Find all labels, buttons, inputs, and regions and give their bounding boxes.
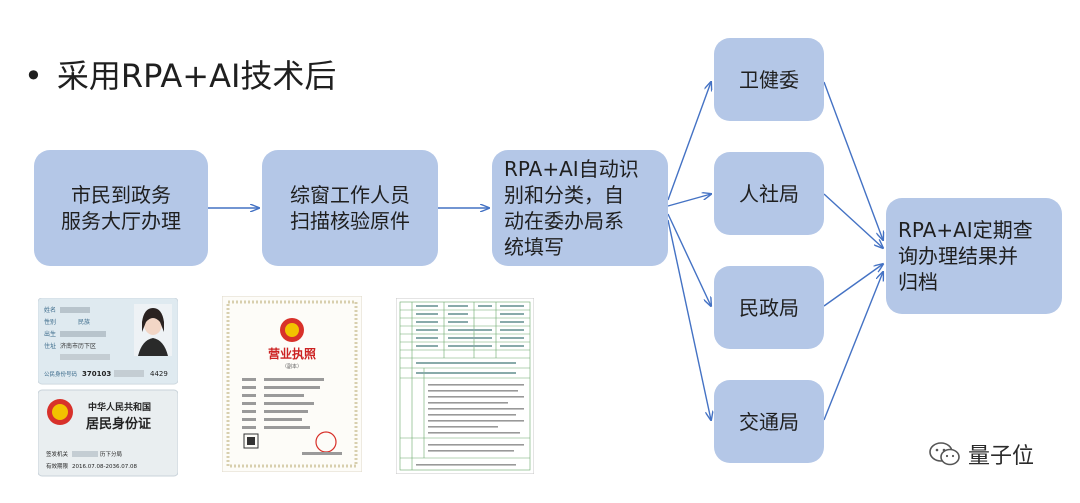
dept-weijianwei-box: 卫健委 [714, 38, 824, 121]
arrow-renshe-to-archive [823, 193, 883, 248]
arrow-rpa-to-minzheng [667, 213, 711, 306]
id-address-label: 住址 [44, 342, 56, 350]
arrow-rpa-to-weijianwei [667, 82, 711, 201]
id-back-title-2: 居民身份证 [86, 416, 151, 432]
id-card-back: 中华人民共和国 居民身份证 签发机关 历下分局 有效期限 2016.07.08-… [38, 389, 178, 477]
id-number-value: 370103 [82, 370, 111, 378]
id-number-label: 公民身份号码 [44, 370, 78, 378]
dept-minzheng-label: 民政局 [739, 295, 799, 320]
wechat-icon [929, 442, 960, 466]
step-rpa-box: RPA+AI自动识 别和分类，自 动在委办局系 统填写 [492, 150, 668, 266]
step-rpa-label: RPA+AI自动识 别和分类，自 动在委办局系 统填写 [504, 157, 639, 259]
step-staff-label: 综窗工作人员 扫描核验原件 [290, 183, 410, 233]
step-citizen-label: 市民到政务 服务大厅办理 [61, 183, 181, 233]
arrow-rpa-to-renshe [667, 194, 711, 207]
dept-renshe-box: 人社局 [714, 152, 824, 235]
step-archive-box: RPA+AI定期查 询办理结果并 归档 [886, 198, 1062, 314]
application-form-image [396, 298, 534, 474]
license-title: 营业执照 [268, 346, 316, 361]
id-birth-label: 出生 [44, 330, 56, 338]
dept-minzheng-box: 民政局 [714, 266, 824, 349]
slide-title: • 采用RPA+AI技术后 [24, 56, 336, 96]
id-validity-value: 2016.07.08-2036.07.08 [72, 464, 137, 470]
id-number-suffix: 4429 [150, 370, 168, 378]
dept-weijianwei-label: 卫健委 [739, 67, 799, 92]
id-name-label: 姓名 [44, 306, 56, 314]
watermark: 量子位 [928, 438, 1034, 470]
dept-jiaotong-label: 交通局 [739, 409, 799, 434]
business-license-image: 营业执照 （副本） [222, 296, 362, 472]
arrow-rpa-to-jiaotong [667, 219, 711, 420]
title-text: 采用RPA+AI技术后 [56, 57, 337, 95]
id-authority-label: 签发机关 [46, 450, 69, 458]
id-validity-label: 有效期限 [46, 462, 69, 470]
arrow-jiaotong-to-archive [823, 272, 883, 421]
id-gender-label: 性别 [44, 318, 56, 326]
id-address-value: 济南市历下区 [60, 342, 96, 350]
id-back-title-1: 中华人民共和国 [88, 401, 151, 413]
id-authority-value: 历下分局 [100, 450, 122, 458]
watermark-text: 量子位 [968, 444, 1035, 469]
id-card-front: 姓名 性别 民族 出生 住址 济南市历下区 公民身份号码 370103 4429 [38, 298, 178, 385]
bullet: • [24, 57, 43, 95]
id-ethnicity-label: 民族 [78, 318, 90, 326]
step-citizen-box: 市民到政务 服务大厅办理 [34, 150, 208, 266]
dept-renshe-label: 人社局 [739, 181, 799, 206]
step-staff-box: 综窗工作人员 扫描核验原件 [262, 150, 438, 266]
dept-jiaotong-box: 交通局 [714, 380, 824, 463]
license-subtitle: （副本） [282, 363, 302, 370]
arrow-weijianwei-to-archive [823, 81, 883, 240]
step-archive-label: RPA+AI定期查 询办理结果并 归档 [898, 218, 1033, 294]
id-card-image: 姓名 性别 民族 出生 住址 济南市历下区 公民身份号码 370103 4429… [38, 298, 178, 477]
arrow-minzheng-to-archive [823, 264, 883, 307]
